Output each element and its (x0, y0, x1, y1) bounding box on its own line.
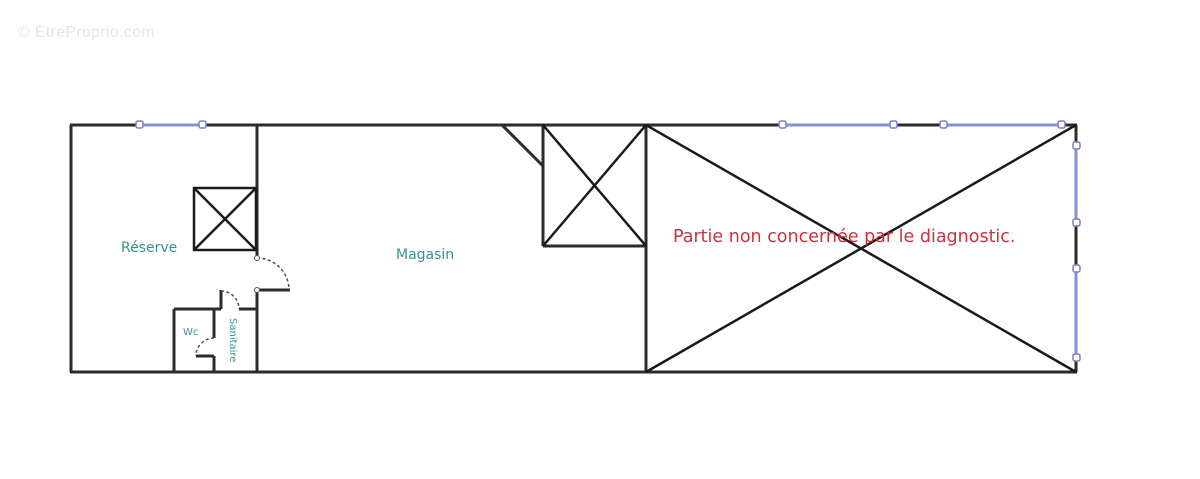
room-label-sanitaire: Sanitaire (227, 318, 238, 362)
watermark: © EtreProprio.com (18, 24, 155, 41)
window-handles (135, 120, 1081, 362)
excluded-zone-note: Partie non concernée par le diagnostic. (673, 227, 1015, 247)
doors (195, 257, 290, 357)
excluded-zone-cross (645, 123, 1077, 374)
room-label-magasin: Magasin (396, 247, 454, 263)
shaft-magasin (542, 124, 647, 247)
door-hinges (254, 255, 260, 293)
room-label-reserve: Réserve (121, 240, 177, 256)
room-label-wc: Wc (183, 327, 198, 338)
windows (140, 123, 1078, 358)
shaft-reserve (192, 186, 258, 252)
